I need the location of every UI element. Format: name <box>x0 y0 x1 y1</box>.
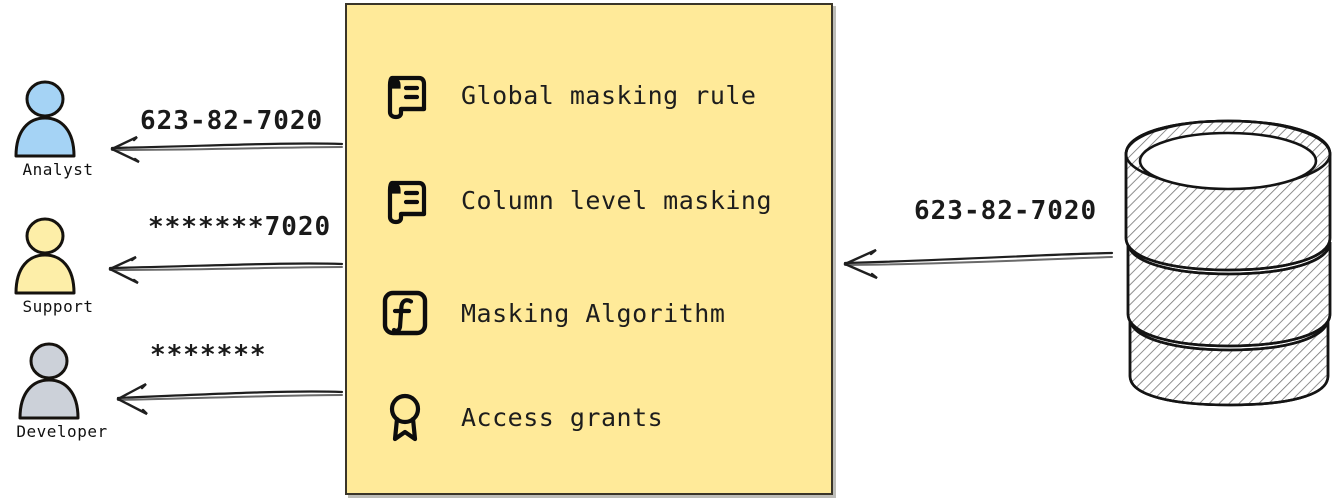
arrow-label-support: *******7020 <box>148 212 332 242</box>
scroll-icon <box>387 75 427 120</box>
arrow-card-to-developer <box>116 382 344 416</box>
consumer-analyst[interactable]: Analyst <box>0 78 118 179</box>
arrow-card-to-support <box>108 255 344 285</box>
policy-item-label: Masking Algorithm <box>461 298 726 328</box>
policy-item-label: Column level masking <box>461 185 773 215</box>
scroll-icon <box>387 180 427 225</box>
policy-item-masking-algorithm[interactable]: Masking Algorithm <box>379 283 819 343</box>
person-icon-support <box>14 217 76 295</box>
consumer-role-label: Developer <box>16 422 108 441</box>
policy-item-label: Access grants <box>461 402 664 432</box>
person-icon-analyst <box>14 80 76 158</box>
database-cylinder-icon <box>1124 119 1332 407</box>
medal-icon <box>389 393 421 442</box>
arrow-label-analyst: 623-82-7020 <box>140 106 324 136</box>
policy-card: Global masking rule Column level masking… <box>345 3 833 495</box>
arrow-label-developer: ******* <box>150 340 267 370</box>
db-disc-top <box>1124 119 1332 272</box>
arrow-db-to-card <box>843 248 1114 280</box>
policy-item-column-level-masking[interactable]: Column level masking <box>379 170 819 230</box>
function-icon <box>382 290 428 336</box>
policy-item-label: Global masking rule <box>461 80 757 110</box>
person-icon-developer <box>18 342 80 420</box>
consumer-support[interactable]: Support <box>0 215 118 316</box>
consumer-role-label: Analyst <box>22 160 94 179</box>
policy-item-access-grants[interactable]: Access grants <box>379 387 819 447</box>
arrow-card-to-analyst <box>110 135 344 164</box>
arrow-label-database: 623-82-7020 <box>914 196 1098 226</box>
consumer-role-label: Support <box>22 297 94 316</box>
consumer-developer[interactable]: Developer <box>2 340 122 441</box>
policy-item-global-masking-rule[interactable]: Global masking rule <box>379 65 819 125</box>
